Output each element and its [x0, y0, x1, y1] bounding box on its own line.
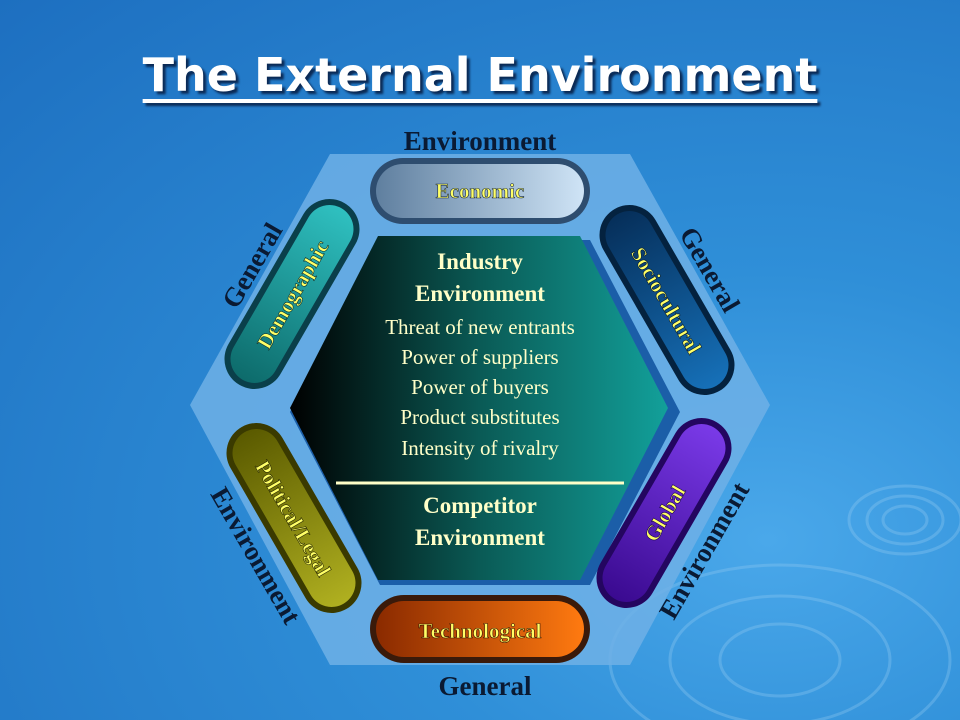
- competitor-line1: Competitor: [423, 493, 537, 518]
- industry-heading-line2: Environment: [415, 281, 545, 306]
- industry-heading-line1: Industry: [437, 249, 523, 274]
- page-title: The External Environment: [142, 48, 818, 102]
- global-segment: Global: [596, 418, 732, 608]
- industry-item: Intensity of rivalry: [401, 436, 559, 460]
- technological-segment: Technological: [370, 595, 590, 663]
- industry-item: Threat of new entrants: [385, 315, 575, 339]
- competitor-environment: Competitor Environment: [415, 493, 545, 550]
- industry-environment: Industry Environment Threat of new entra…: [385, 249, 575, 460]
- competitor-line2: Environment: [415, 525, 545, 550]
- economic-segment: Economic: [370, 158, 590, 224]
- industry-item: Product substitutes: [400, 405, 559, 429]
- label-top: Environment: [404, 126, 557, 156]
- industry-item: Power of buyers: [411, 375, 549, 399]
- inner-hexagon: [290, 236, 668, 580]
- label-bottom: General: [439, 671, 532, 701]
- industry-item: Power of suppliers: [401, 345, 558, 369]
- technological-label: Technological: [419, 619, 542, 643]
- economic-label: Economic: [436, 179, 525, 203]
